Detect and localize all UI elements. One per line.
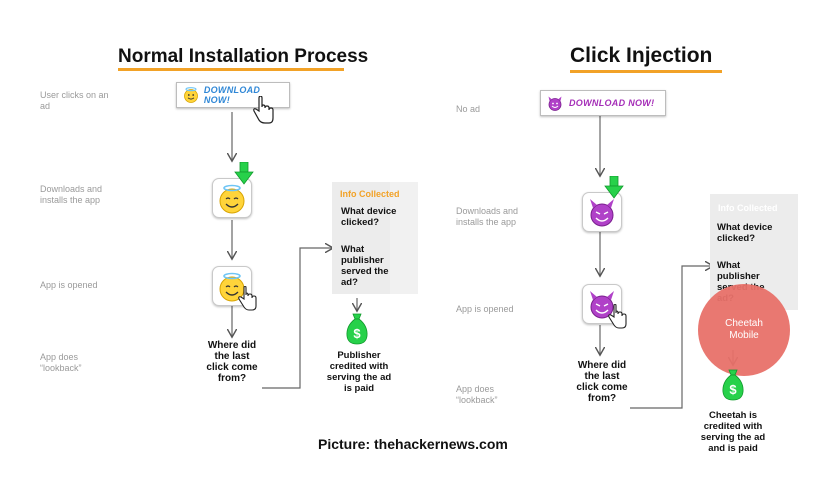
right-step-label: Downloads and installs the app	[456, 206, 519, 227]
svg-text:$: $	[353, 326, 361, 341]
left-step-label: Downloads and installs the app	[40, 184, 103, 205]
left-title: Normal Installation Process	[118, 46, 369, 67]
app-icon	[212, 178, 252, 218]
image-caption: Picture: thehackernews.com	[318, 436, 508, 452]
left-title-underline	[118, 68, 344, 71]
pointer-hand-icon	[608, 304, 627, 329]
info-collected-panel	[332, 182, 390, 294]
lookback-question: Where did the last click come from?	[206, 340, 258, 384]
download-arrow-icon	[234, 162, 254, 185]
download-arrow-icon	[604, 176, 624, 199]
download-now-ad-button[interactable]: DOWNLOAD NOW!	[540, 90, 666, 116]
right-step-label: App is opened	[456, 304, 514, 314]
angel-emoji-icon	[219, 272, 245, 302]
ad-text: DOWNLOAD NOW!	[569, 98, 655, 108]
info-item: What device clicked?	[717, 222, 773, 244]
lookback-question: Where did the last click come from?	[576, 360, 628, 404]
left-step-label: User clicks on an ad	[40, 90, 109, 111]
cheetah-mobile-label: Cheetah Mobile	[725, 318, 763, 341]
pointer-hand-icon	[238, 286, 257, 311]
credit-text: Publisher credited with serving the ad i…	[326, 350, 392, 394]
left-step-label: App does “lookback”	[40, 352, 82, 373]
pointer-hand-icon	[253, 96, 274, 124]
app-icon	[582, 192, 622, 232]
right-title: Click Injection	[570, 44, 713, 67]
cheetah-mobile-bubble: Cheetah Mobile	[698, 284, 790, 376]
info-panel-shade	[390, 182, 418, 294]
angel-emoji-icon	[219, 184, 245, 214]
right-step-label: App does “lookback”	[456, 384, 498, 405]
right-step-label: No ad	[456, 104, 481, 114]
svg-text:$: $	[729, 382, 737, 397]
download-now-ad-button[interactable]: DOWNLOAD NOW!	[176, 82, 290, 108]
credit-text: Cheetah is credited with serving the ad …	[700, 410, 766, 454]
devil-emoji-icon	[590, 291, 614, 319]
info-header: Info Collected	[718, 203, 778, 213]
ad-text: DOWNLOAD NOW!	[203, 85, 261, 105]
devil-emoji-icon	[548, 96, 562, 111]
devil-emoji-icon	[590, 199, 614, 227]
info-header: Info Collected	[340, 189, 400, 199]
right-title-underline	[570, 70, 722, 73]
money-bag-icon: $	[722, 369, 744, 401]
angel-emoji-icon	[184, 87, 198, 103]
info-item: What publisher served the ad?	[341, 244, 389, 288]
left-step-label: App is opened	[40, 280, 98, 290]
money-bag-icon: $	[346, 313, 368, 345]
info-item: What device clicked?	[341, 206, 397, 228]
